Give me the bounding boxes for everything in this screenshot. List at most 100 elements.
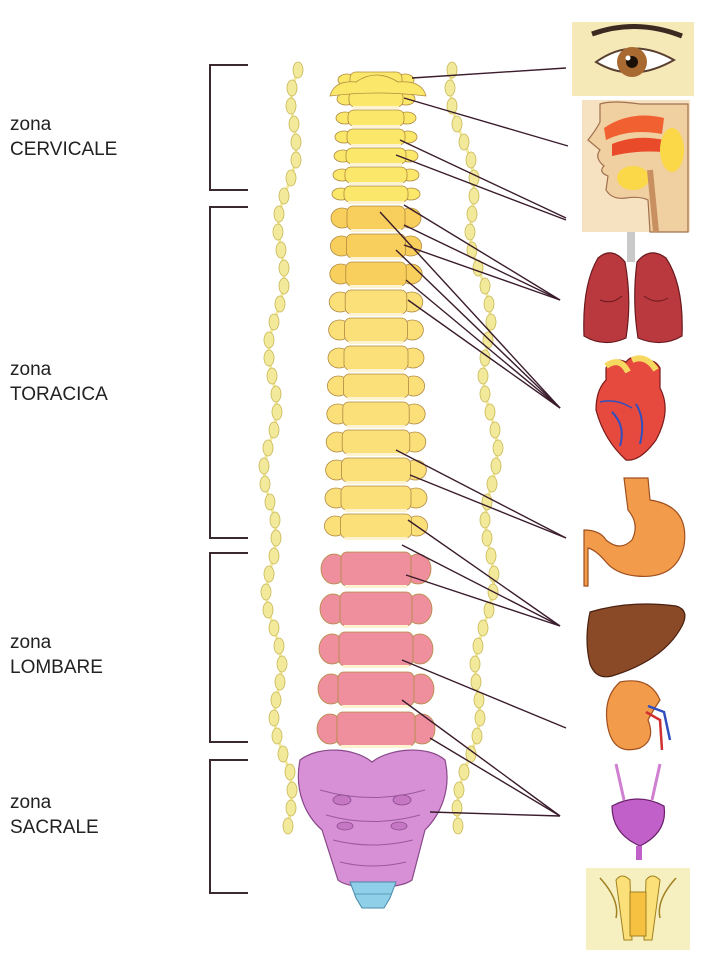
lungs-icon: [583, 232, 683, 344]
vertebra-lumbar-22: [318, 631, 434, 668]
ganglion: [288, 115, 300, 133]
eye-icon: [572, 22, 694, 96]
ganglion: [269, 511, 281, 529]
ganglion: [271, 727, 283, 745]
ganglion: [484, 403, 496, 421]
vertebra-thoracic-19: [323, 513, 429, 540]
vertebra-cervical-7: [331, 185, 421, 204]
ganglion: [271, 403, 283, 421]
ganglion: [282, 817, 294, 835]
vertebra-lumbar-24: [316, 711, 436, 748]
vertebral-column: [316, 71, 436, 748]
ganglion: [446, 61, 458, 79]
ganglion: [285, 97, 297, 115]
ganglion: [290, 151, 302, 169]
ganglion: [286, 781, 298, 799]
ganglion: [446, 97, 458, 115]
ganglion: [483, 295, 495, 313]
ganglion: [472, 637, 484, 655]
ganglion: [468, 187, 480, 205]
zone-label-cervicale: zona CERVICALE: [10, 112, 117, 162]
vertebra-lumbar-23: [317, 671, 435, 708]
nerve-line: [429, 737, 561, 817]
zone-prefix: zona: [10, 632, 52, 653]
atlas-vertebra: [329, 74, 427, 97]
ganglion: [270, 385, 282, 403]
vertebra-thoracic-16: [325, 429, 427, 456]
vertebra-cervical-2: [336, 90, 416, 109]
vertebra-thoracic-15: [326, 401, 426, 428]
nerve-line: [379, 211, 561, 409]
ganglion: [489, 421, 501, 439]
ganglion: [270, 529, 282, 547]
nerve-line: [401, 544, 561, 627]
ganglion: [490, 457, 502, 475]
ganglion: [260, 583, 272, 601]
ganglion: [290, 133, 302, 151]
bracket-toracica: [209, 206, 248, 539]
ganglion: [268, 709, 280, 727]
ganglion: [464, 223, 476, 241]
zone-name: LOMBARE: [10, 657, 103, 678]
ganglion: [273, 637, 285, 655]
ganglion: [292, 61, 304, 79]
reproductive-organs-icon: [586, 868, 690, 950]
zone-name: TORACICA: [10, 384, 108, 405]
zone-label-toracica: zona TORACICA: [10, 357, 108, 407]
nerve-line: [405, 279, 561, 409]
ganglion: [486, 475, 498, 493]
ganglion: [268, 619, 280, 637]
ganglion: [285, 169, 297, 187]
nerve-line: [395, 249, 561, 409]
ganglion: [275, 241, 287, 259]
zone-label-lombare: zona LOMBARE: [10, 630, 103, 680]
ganglion: [492, 439, 504, 457]
ganglion: [477, 367, 489, 385]
zone-name: CERVICALE: [10, 139, 118, 160]
ganglion: [268, 421, 280, 439]
ganglion: [270, 691, 282, 709]
ganglion: [262, 439, 274, 457]
ganglion: [284, 763, 296, 781]
vertebra-thoracic-10: [329, 261, 423, 288]
ganglion: [453, 781, 465, 799]
vertebra-cervical-4: [334, 128, 418, 147]
nerve-line: [395, 154, 567, 221]
ganglion: [273, 205, 285, 223]
nerve-line: [399, 139, 567, 219]
left-nerve-chain: [258, 61, 304, 835]
kidney-icon: [605, 680, 672, 751]
vertebra-thoracic-17: [325, 457, 427, 484]
nerve-line: [411, 67, 567, 79]
ganglion: [258, 457, 270, 475]
ganglion: [444, 79, 456, 97]
sacrum: [297, 749, 448, 889]
ganglion: [285, 799, 297, 817]
bracket-sacrale: [209, 759, 248, 894]
coccyx: [349, 881, 397, 909]
nerve-line: [405, 574, 561, 627]
ganglion: [485, 313, 497, 331]
zone-name: SACRALE: [10, 817, 99, 838]
nerve-connections: [379, 67, 569, 817]
nerve-line: [409, 474, 567, 539]
ganglion: [264, 493, 276, 511]
ganglion: [483, 601, 495, 619]
nerve-line: [407, 519, 561, 627]
ganglion: [474, 709, 486, 727]
vertebra-lumbar-21: [319, 591, 433, 628]
nerve-line: [403, 244, 561, 301]
ganglion: [278, 277, 290, 295]
zone-prefix: zona: [10, 114, 52, 135]
ganglion: [266, 367, 278, 385]
nerve-line: [407, 299, 561, 409]
vertebra-thoracic-12: [328, 317, 424, 344]
ganglion: [479, 277, 491, 295]
nerve-line: [401, 699, 561, 817]
ganglion: [263, 331, 275, 349]
zone-prefix: zona: [10, 359, 52, 380]
ganglion: [469, 655, 481, 673]
vertebra-cervical-3: [335, 109, 417, 128]
ganglion: [471, 727, 483, 745]
